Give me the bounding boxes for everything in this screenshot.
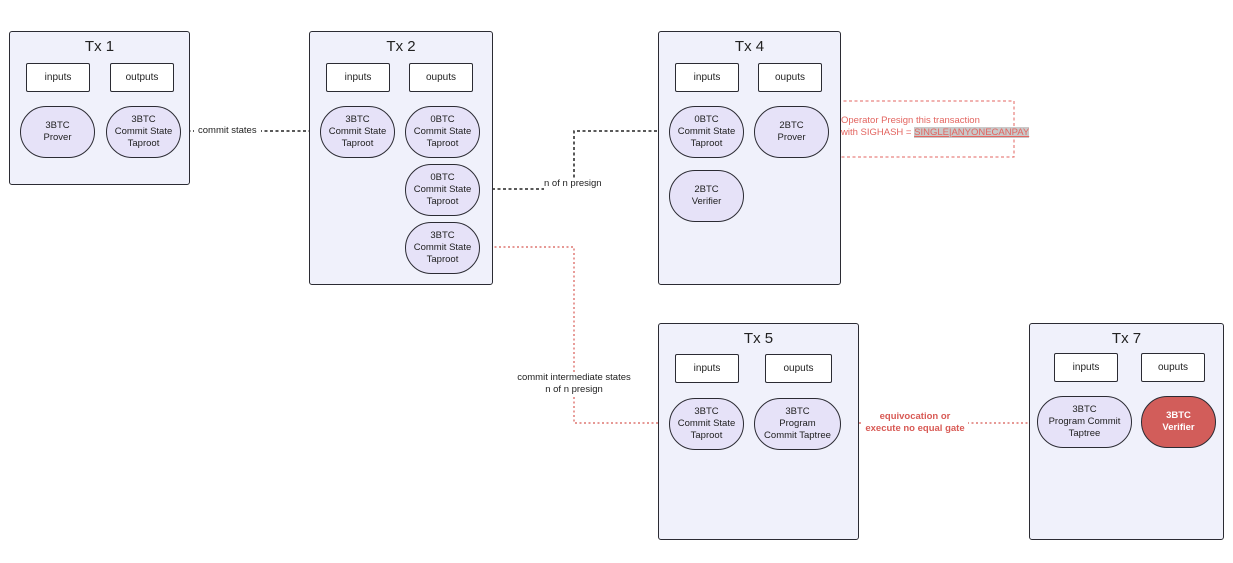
presign-note-line2: with SIGHASH = SINGLE|ANYONECANPAY bbox=[841, 127, 1030, 139]
tx1-outputs: outputs bbox=[110, 63, 174, 92]
label-commit-intermediate: commit intermediate states n of n presig… bbox=[510, 372, 638, 396]
tx7-verifier-utxo: 3BTC Verifier bbox=[1141, 396, 1216, 448]
tx5-output-utxo: 3BTC Program Commit Taptree bbox=[754, 398, 841, 450]
tx7-inputs: inputs bbox=[1054, 353, 1118, 382]
tx4-box: Tx 4 inputs ouputs 0BTC Commit State Tap… bbox=[658, 31, 841, 285]
tx4-utxo-verifier: 2BTC Verifier bbox=[669, 170, 744, 222]
presign-note-prefix: with SIGHASH = bbox=[841, 127, 915, 138]
tx5-inputs: inputs bbox=[675, 354, 739, 383]
label-n-of-n-presign: n of n presign bbox=[544, 178, 602, 190]
tx4-outputs: ouputs bbox=[758, 63, 822, 92]
tx2-outputs: ouputs bbox=[409, 63, 473, 92]
tx1-inputs: inputs bbox=[26, 63, 90, 92]
tx2-inputs: inputs bbox=[326, 63, 390, 92]
tx2-input-utxo: 3BTC Commit State Taproot bbox=[320, 106, 395, 158]
tx4-output-utxo-prover: 2BTC Prover bbox=[754, 106, 829, 158]
tx5-title: Tx 5 bbox=[743, 330, 774, 347]
label-equivocation: equivocation or execute no equal gate bbox=[862, 411, 968, 435]
tx5-outputs: ouputs bbox=[765, 354, 832, 383]
tx2-output-utxo-2: 0BTC Commit State Taproot bbox=[405, 164, 480, 216]
tx7-box: Tx 7 inputs ouputs 3BTC Program Commit T… bbox=[1029, 323, 1224, 540]
tx5-box: Tx 5 inputs ouputs 3BTC Commit State Tap… bbox=[658, 323, 859, 540]
edge-n-of-n-presign bbox=[481, 127, 668, 190]
presign-note-line1: Operator Presign this transaction bbox=[841, 115, 980, 126]
label-commit-states: commit states bbox=[194, 125, 261, 137]
tx4-title: Tx 4 bbox=[734, 38, 765, 55]
tx2-title: Tx 2 bbox=[386, 38, 416, 55]
presign-note: Operator Presign this transaction with S… bbox=[841, 115, 1030, 139]
tx5-input-utxo: 3BTC Commit State Taproot bbox=[669, 398, 744, 450]
tx1-input-utxo: 3BTC Prover bbox=[20, 106, 95, 158]
edge-commit-intermediate bbox=[481, 246, 668, 427]
tx4-inputs: inputs bbox=[675, 63, 739, 92]
tx7-outputs: ouputs bbox=[1141, 353, 1205, 382]
tx2-box: Tx 2 inputs ouputs 3BTC Commit State Tap… bbox=[309, 31, 493, 285]
sighash-highlight: SINGLE|ANYONECANPAY bbox=[914, 127, 1030, 138]
tx1-output-utxo: 3BTC Commit State Taproot bbox=[106, 106, 181, 158]
tx7-input-utxo: 3BTC Program Commit Taptree bbox=[1037, 396, 1132, 448]
tx1-title: Tx 1 bbox=[84, 38, 115, 55]
tx2-output-utxo-3: 3BTC Commit State Taproot bbox=[405, 222, 480, 274]
tx1-box: Tx 1 inputs outputs 3BTC Prover 3BTC Com… bbox=[9, 31, 190, 185]
tx7-title: Tx 7 bbox=[1111, 330, 1142, 347]
tx2-output-utxo-1: 0BTC Commit State Taproot bbox=[405, 106, 480, 158]
tx4-input-utxo: 0BTC Commit State Taproot bbox=[669, 106, 744, 158]
